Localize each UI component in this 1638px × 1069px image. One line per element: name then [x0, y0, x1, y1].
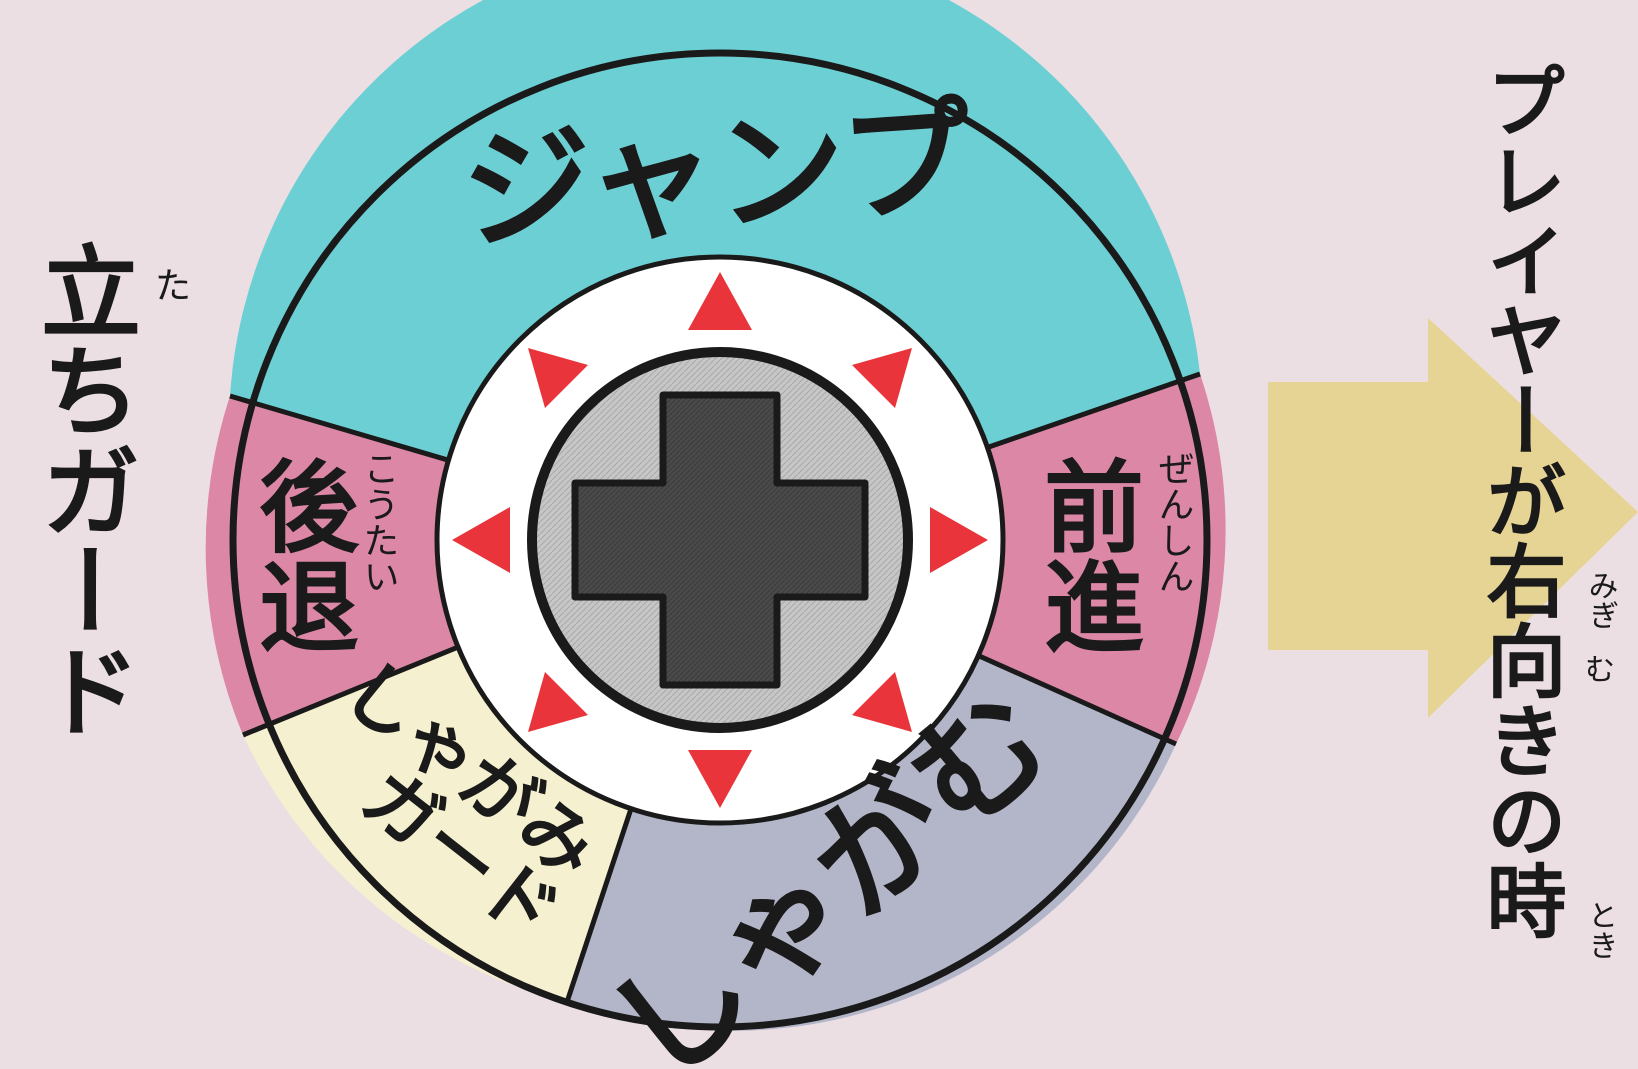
right-label-ruby-mu: む: [1585, 653, 1615, 688]
arrow-up: [688, 272, 752, 330]
right-label-ruby-migi: みぎ: [1583, 570, 1618, 630]
direction-arrow-icon: [1268, 318, 1638, 718]
label-back: 後退: [242, 455, 359, 655]
arrow-right: [930, 507, 988, 573]
left-label: 立ちガード た: [24, 240, 192, 740]
arrow-up-left: [528, 348, 588, 408]
direction-arrows: [452, 272, 988, 808]
arrow-down-right: [852, 672, 912, 732]
ruby-back: こうたい: [358, 450, 399, 594]
arrow-down: [688, 750, 752, 808]
dpad-icon: [527, 347, 913, 733]
arrow-down-left: [528, 672, 588, 732]
left-label-ruby: た: [155, 266, 191, 307]
arrow-up-right: [852, 348, 912, 408]
right-label: プレイヤーが右向きの時 みぎ む とき: [1474, 60, 1618, 960]
label-forward: 前進: [1027, 455, 1144, 655]
left-label-text: 立ちガード: [24, 240, 141, 740]
right-label-text: プレイヤーが右向きの時: [1474, 60, 1567, 940]
control-wheel: ジャンプ 前進 ぜんしん 後退 こうたい しゃがむ しゃがみ ガード: [205, 0, 1226, 1069]
label-jump: ジャンプ: [457, 82, 976, 269]
arrow-left: [452, 507, 510, 573]
right-label-ruby-toki: とき: [1583, 900, 1618, 960]
ruby-forward: ぜんしん: [1153, 450, 1194, 594]
